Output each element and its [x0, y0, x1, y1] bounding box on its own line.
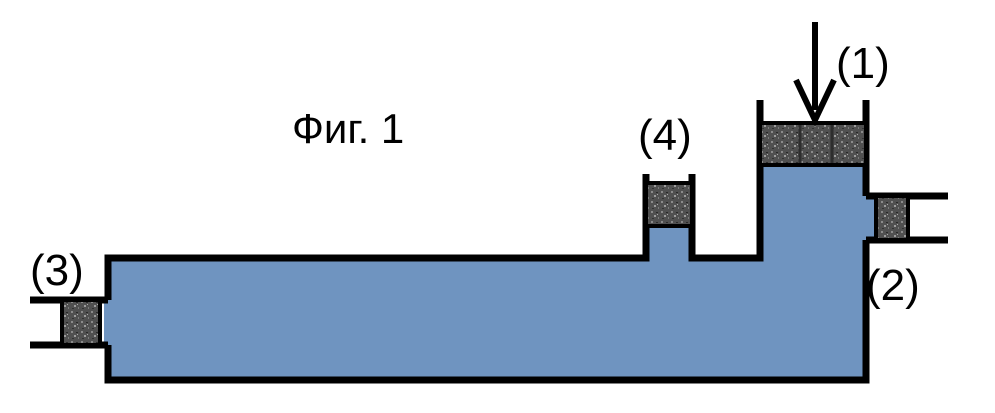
- label-piston-1: (1): [836, 39, 890, 88]
- piston-1: [758, 121, 868, 167]
- force-arrow-head: [793, 78, 837, 127]
- vessel-outline-left-lower: [104, 240, 870, 384]
- label-piston-3: (3): [30, 246, 84, 295]
- liquid-body: [104, 164, 878, 380]
- piston-3: [60, 298, 102, 347]
- piston-2: [874, 194, 910, 242]
- figure-caption: Фиг. 1: [292, 105, 404, 152]
- label-piston-2: (2): [866, 261, 920, 310]
- label-piston-4: (4): [638, 111, 692, 160]
- vessel-outline-middle: [688, 100, 764, 262]
- piston-4: [644, 181, 694, 228]
